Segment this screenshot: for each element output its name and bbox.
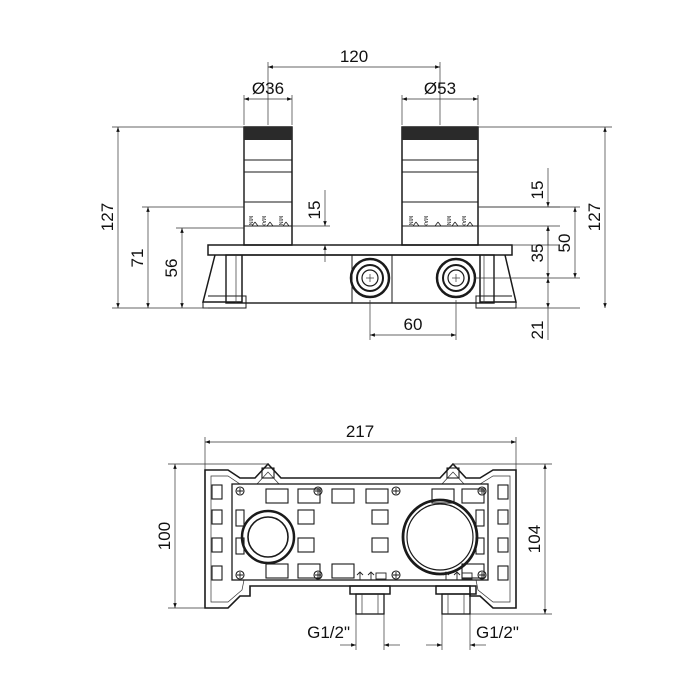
inlet-right [435, 257, 477, 299]
cartridge-right [401, 126, 479, 246]
level-marks: MIN MAX MIN MIN MAX MIN MAX [247, 216, 466, 228]
mark-max-3: MAX [460, 216, 466, 228]
mark-min-3: MIN [407, 216, 413, 226]
mark-min: MIN [247, 216, 253, 226]
cartridge-left [243, 126, 293, 246]
dim-dia-left: Ø36 [243, 79, 293, 125]
arrow-marks [251, 221, 474, 227]
dim-height-100: 100 [155, 463, 268, 609]
dim-thread-right: G1/2" [426, 614, 519, 650]
valve-body [202, 244, 517, 309]
plate-slots [211, 467, 509, 581]
inlet-stubs [349, 585, 477, 615]
mark-min-4: MIN [445, 216, 451, 226]
dim-thread-left: G1/2" [307, 614, 400, 650]
dim-label-height-71: 71 [128, 249, 147, 268]
dim-label-spacing: 120 [340, 47, 368, 66]
front-view: 120 Ø36 Ø53 [98, 47, 612, 340]
dim-label-height-50: 50 [555, 234, 574, 253]
dim-label-width: 217 [346, 422, 374, 441]
dim-label-height-right: 104 [525, 525, 544, 553]
dim-label-thread-left: G1/2" [307, 623, 350, 642]
dim-left-heights: 127 71 56 15 [98, 126, 330, 309]
mark-max-2: MAX [422, 216, 428, 228]
dim-label-height-56: 56 [162, 259, 181, 278]
dim-inlet-spacing: 60 [369, 300, 457, 340]
dim-width-217: 217 [204, 422, 517, 470]
dim-label-dia-right: Ø53 [424, 79, 456, 98]
mark-max: MAX [260, 216, 266, 228]
dim-label-dia-left: Ø36 [252, 79, 284, 98]
opening-left [240, 509, 296, 565]
dim-right-heights: 15 35 50 21 127 [475, 126, 612, 340]
dim-label-height-left: 100 [155, 522, 174, 550]
dim-label-thread-right: G1/2" [476, 623, 519, 642]
inlet-left [349, 257, 391, 299]
dim-dia-right: Ø53 [401, 79, 479, 125]
dim-spacing-120: 120 [267, 47, 441, 125]
dim-label-height-total-left: 127 [98, 203, 117, 231]
plan-view: 217 [155, 422, 552, 650]
mark-min-2: MIN [277, 216, 283, 226]
dim-label-height-35: 35 [528, 244, 547, 263]
flow-marks [356, 571, 473, 580]
dim-label-offset-15-left: 15 [305, 201, 324, 220]
dim-label-offset-15-right: 15 [528, 181, 547, 200]
screws [235, 486, 487, 580]
dim-label-inlet-spacing: 60 [404, 315, 423, 334]
dim-label-height-21: 21 [528, 321, 547, 340]
opening-right [401, 498, 479, 576]
dim-height-104: 104 [453, 463, 552, 615]
dim-label-height-total-right: 127 [585, 203, 604, 231]
